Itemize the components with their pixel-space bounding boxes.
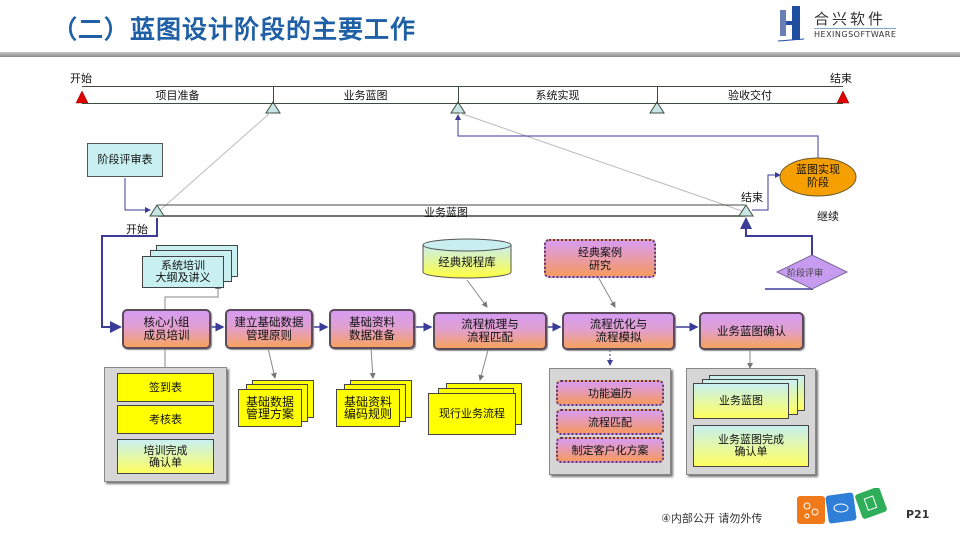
timeline-start-label: 开始: [70, 72, 92, 85]
next-phase-ellipse: [779, 157, 857, 197]
output-assessment-form: 考核表: [117, 405, 214, 434]
output-function-traversal: 功能遍历: [556, 380, 664, 406]
continue-label: 继续: [817, 210, 839, 223]
top-timeline: 项目准备 业务蓝图 系统实现 验收交付: [82, 86, 843, 104]
case-study-line-1: 经典案例: [578, 245, 622, 259]
output-customization-plan: 制定客户化方案: [556, 437, 664, 463]
output-blueprint-confirmation: 业务蓝图完成 确认单: [693, 425, 809, 467]
process-line: 核心小组: [143, 315, 190, 329]
output-line: 管理方案: [245, 407, 294, 421]
process-flow-optimization: 流程优化与流程模拟: [562, 312, 675, 350]
sub-milestone-end: [738, 204, 754, 217]
sub-milestone-start: [149, 204, 165, 217]
sub-timeline-end: 结束: [741, 191, 763, 204]
milestone-end: [836, 90, 850, 104]
company-logo: 合兴软件 HEXINGSOFTWARE: [778, 6, 918, 46]
output-line: 基础资料: [343, 395, 392, 409]
case-study-box: 经典案例 研究: [544, 239, 656, 278]
logo-english: HEXINGSOFTWARE: [814, 28, 897, 39]
process-line: 成员培训: [143, 328, 190, 342]
output-sign-in-sheet: 签到表: [117, 373, 214, 402]
milestone-1: [265, 101, 281, 114]
training-outline-line-2: 大纲及讲义: [155, 271, 211, 284]
output-base-data-plan: 基础数据 管理方案: [238, 389, 302, 427]
process-core-team-training: 核心小组成员培训: [122, 309, 211, 349]
output-training-confirmation: 培训完成 确认单: [117, 439, 214, 474]
sub-timeline-phase: 业务蓝图: [424, 206, 468, 219]
footer-cubes-icon: [795, 488, 890, 530]
process-line: 流程匹配: [467, 330, 513, 344]
output-base-coding-rules: 基础资料 编码规则: [336, 389, 400, 427]
slide-title: （二）蓝图设计阶段的主要工作: [52, 15, 417, 44]
output-line: 培训完成: [143, 443, 188, 457]
phase-project-prep: 项目准备: [155, 89, 200, 102]
rule-library-label: 经典规程库: [438, 255, 496, 269]
next-phase-line-2: 阶段: [807, 176, 829, 189]
timeline-end-label: 结束: [830, 72, 852, 85]
output-line: 基础数据: [245, 395, 294, 409]
output-line: 编码规则: [343, 407, 392, 421]
process-flow-mapping: 流程梳理与流程匹配: [433, 312, 547, 350]
process-line: 管理原则: [246, 328, 292, 342]
case-study-line-2: 研究: [589, 258, 611, 272]
milestone-2: [450, 101, 466, 114]
milestone-3: [649, 101, 665, 114]
output-line: 业务蓝图完成: [718, 433, 784, 446]
process-line: 基础资料: [349, 315, 395, 329]
review-gate-diamond: [775, 254, 849, 290]
output-line: 确认单: [149, 455, 182, 469]
next-phase-label: 蓝图实现 阶段: [782, 163, 854, 189]
process-base-data-principles: 建立基础数据管理原则: [225, 309, 313, 349]
logo-chinese: 合兴软件: [814, 10, 887, 28]
output-process-matching: 流程匹配: [556, 409, 664, 435]
next-phase-line-1: 蓝图实现: [796, 163, 840, 176]
process-blueprint-confirm: 业务蓝图确认: [699, 312, 804, 350]
training-outline-line-1: 系统培训: [161, 259, 205, 272]
output-business-blueprint: 业务蓝图: [693, 383, 789, 419]
process-line: 流程模拟: [595, 330, 642, 344]
process-line: 流程优化与: [589, 317, 648, 331]
output-line: 确认单: [734, 445, 768, 458]
process-line: 建立基础数据: [234, 315, 304, 329]
phase-system-implementation: 系统实现: [535, 89, 580, 102]
process-line: 流程梳理与: [461, 317, 519, 331]
phase-acceptance-delivery: 验收交付: [728, 89, 772, 102]
output-current-business-process: 现行业务流程: [428, 393, 516, 435]
header-divider: [0, 52, 960, 57]
training-outline-doc: 系统培训 大纲及讲义: [142, 256, 224, 288]
review-gate-label: 阶段评审: [787, 269, 824, 279]
review-form-note: 阶段评审表: [87, 143, 163, 177]
page-number: P21: [906, 508, 930, 521]
footer-confidentiality: ④内部公开 请勿外传: [661, 512, 763, 525]
process-line: 数据准备: [349, 328, 395, 342]
phase-business-blueprint: 业务蓝图: [343, 89, 388, 102]
logo-h-icon: [778, 6, 804, 42]
sub-timeline-start: 开始: [126, 223, 148, 236]
process-base-data-prep: 基础资料数据准备: [329, 309, 415, 349]
rule-library-cylinder: [422, 238, 512, 279]
process-line: 业务蓝图确认: [717, 323, 786, 338]
